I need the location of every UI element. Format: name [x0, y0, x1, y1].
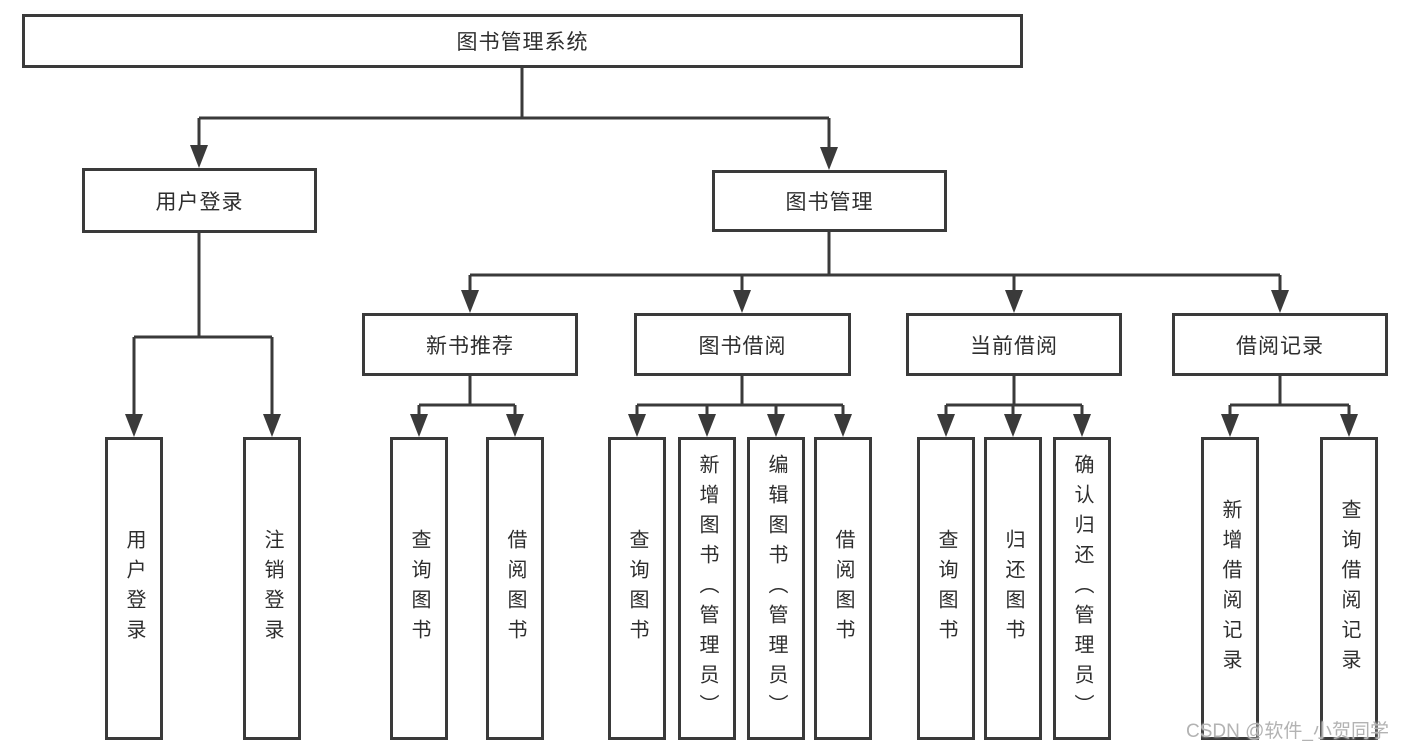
arrowhead-icon: [820, 147, 838, 170]
node-label: 用户登录: [155, 190, 244, 214]
node-borrow-books-borrowing: 借阅图书: [814, 437, 872, 740]
node-label: 查询图书: [935, 528, 957, 649]
node-return-books: 归还图书: [984, 437, 1042, 740]
node-query-books-borrowing: 查询图书: [608, 437, 666, 740]
node-label: 查询图书: [408, 528, 430, 649]
node-library-system: 图书管理系统: [22, 14, 1023, 68]
arrowhead-icon: [733, 290, 751, 313]
node-label: 图书管理系统: [456, 31, 589, 54]
arrowhead-icon: [698, 414, 716, 437]
connector-user-login: [132, 233, 274, 418]
csdn-watermark: CSDN @软件_小贺同学: [1186, 721, 1389, 742]
node-borrowing-records: 借阅记录: [1172, 313, 1388, 376]
node-label: 图书借阅: [698, 334, 787, 358]
node-label: 当前借阅: [970, 334, 1058, 358]
node-label: 查询图书: [626, 528, 648, 649]
node-query-books-recommend: 查询图书: [390, 437, 448, 740]
node-new-book-recommend: 新书推荐: [362, 313, 578, 376]
node-user-login-leaf: 用户登录: [105, 437, 163, 740]
node-label: 查询借阅记录: [1338, 498, 1360, 679]
node-add-books-admin: 新增图书（管理员）: [678, 437, 736, 740]
node-label: 归还图书: [1002, 528, 1024, 649]
node-confirm-return-admin: 确认归还（管理员）: [1053, 437, 1111, 740]
arrowhead-icon: [506, 414, 524, 437]
node-label: 图书管理: [785, 191, 874, 214]
node-label: 借阅记录: [1236, 334, 1324, 358]
node-book-borrowing: 图书借阅: [634, 313, 851, 376]
node-add-borrow-record: 新增借阅记录: [1201, 437, 1259, 740]
arrowhead-icon: [190, 145, 208, 168]
arrowhead-icon: [410, 414, 428, 437]
node-label: 注销登录: [261, 528, 283, 649]
arrowhead-icon: [1221, 414, 1239, 437]
arrowhead-icon: [1271, 290, 1289, 313]
arrowhead-icon: [263, 414, 281, 437]
arrowhead-icon: [1340, 414, 1358, 437]
node-query-borrow-record: 查询借阅记录: [1320, 437, 1378, 740]
arrowhead-icon: [834, 414, 852, 437]
arrowhead-icon: [767, 414, 785, 437]
node-query-books-current: 查询图书: [917, 437, 975, 740]
node-label: 借阅图书: [832, 528, 854, 649]
connector-book-borrowing: [635, 376, 845, 418]
node-label: 借阅图书: [504, 528, 526, 649]
arrowhead-icon: [1005, 290, 1023, 313]
node-label: 编辑图书（管理员）: [765, 453, 787, 724]
arrowhead-icon: [1004, 414, 1022, 437]
node-label: 用户登录: [123, 528, 145, 649]
node-label: 确认归还（管理员）: [1071, 453, 1093, 724]
node-borrow-books-recommend: 借阅图书: [486, 437, 544, 740]
arrowhead-icon: [937, 414, 955, 437]
connector-current-borrowing: [944, 376, 1084, 418]
node-logout: 注销登录: [243, 437, 301, 740]
node-label: 新增图书（管理员）: [696, 453, 718, 724]
node-label: 新增借阅记录: [1219, 498, 1241, 679]
arrowhead-icon: [628, 414, 646, 437]
connector-new-book-recommend: [417, 376, 517, 418]
node-current-borrowing: 当前借阅: [906, 313, 1122, 376]
arrowhead-icon: [125, 414, 143, 437]
node-book-management: 图书管理: [712, 170, 947, 232]
connector-borrowing-records: [1228, 376, 1351, 418]
node-label: 新书推荐: [426, 334, 514, 358]
connector-book-management: [468, 232, 1282, 295]
arrowhead-icon: [1073, 414, 1091, 437]
node-user-login-group: 用户登录: [82, 168, 317, 233]
arrowhead-icon: [461, 290, 479, 313]
node-edit-books-admin: 编辑图书（管理员）: [747, 437, 805, 740]
connector-root: [197, 68, 831, 151]
